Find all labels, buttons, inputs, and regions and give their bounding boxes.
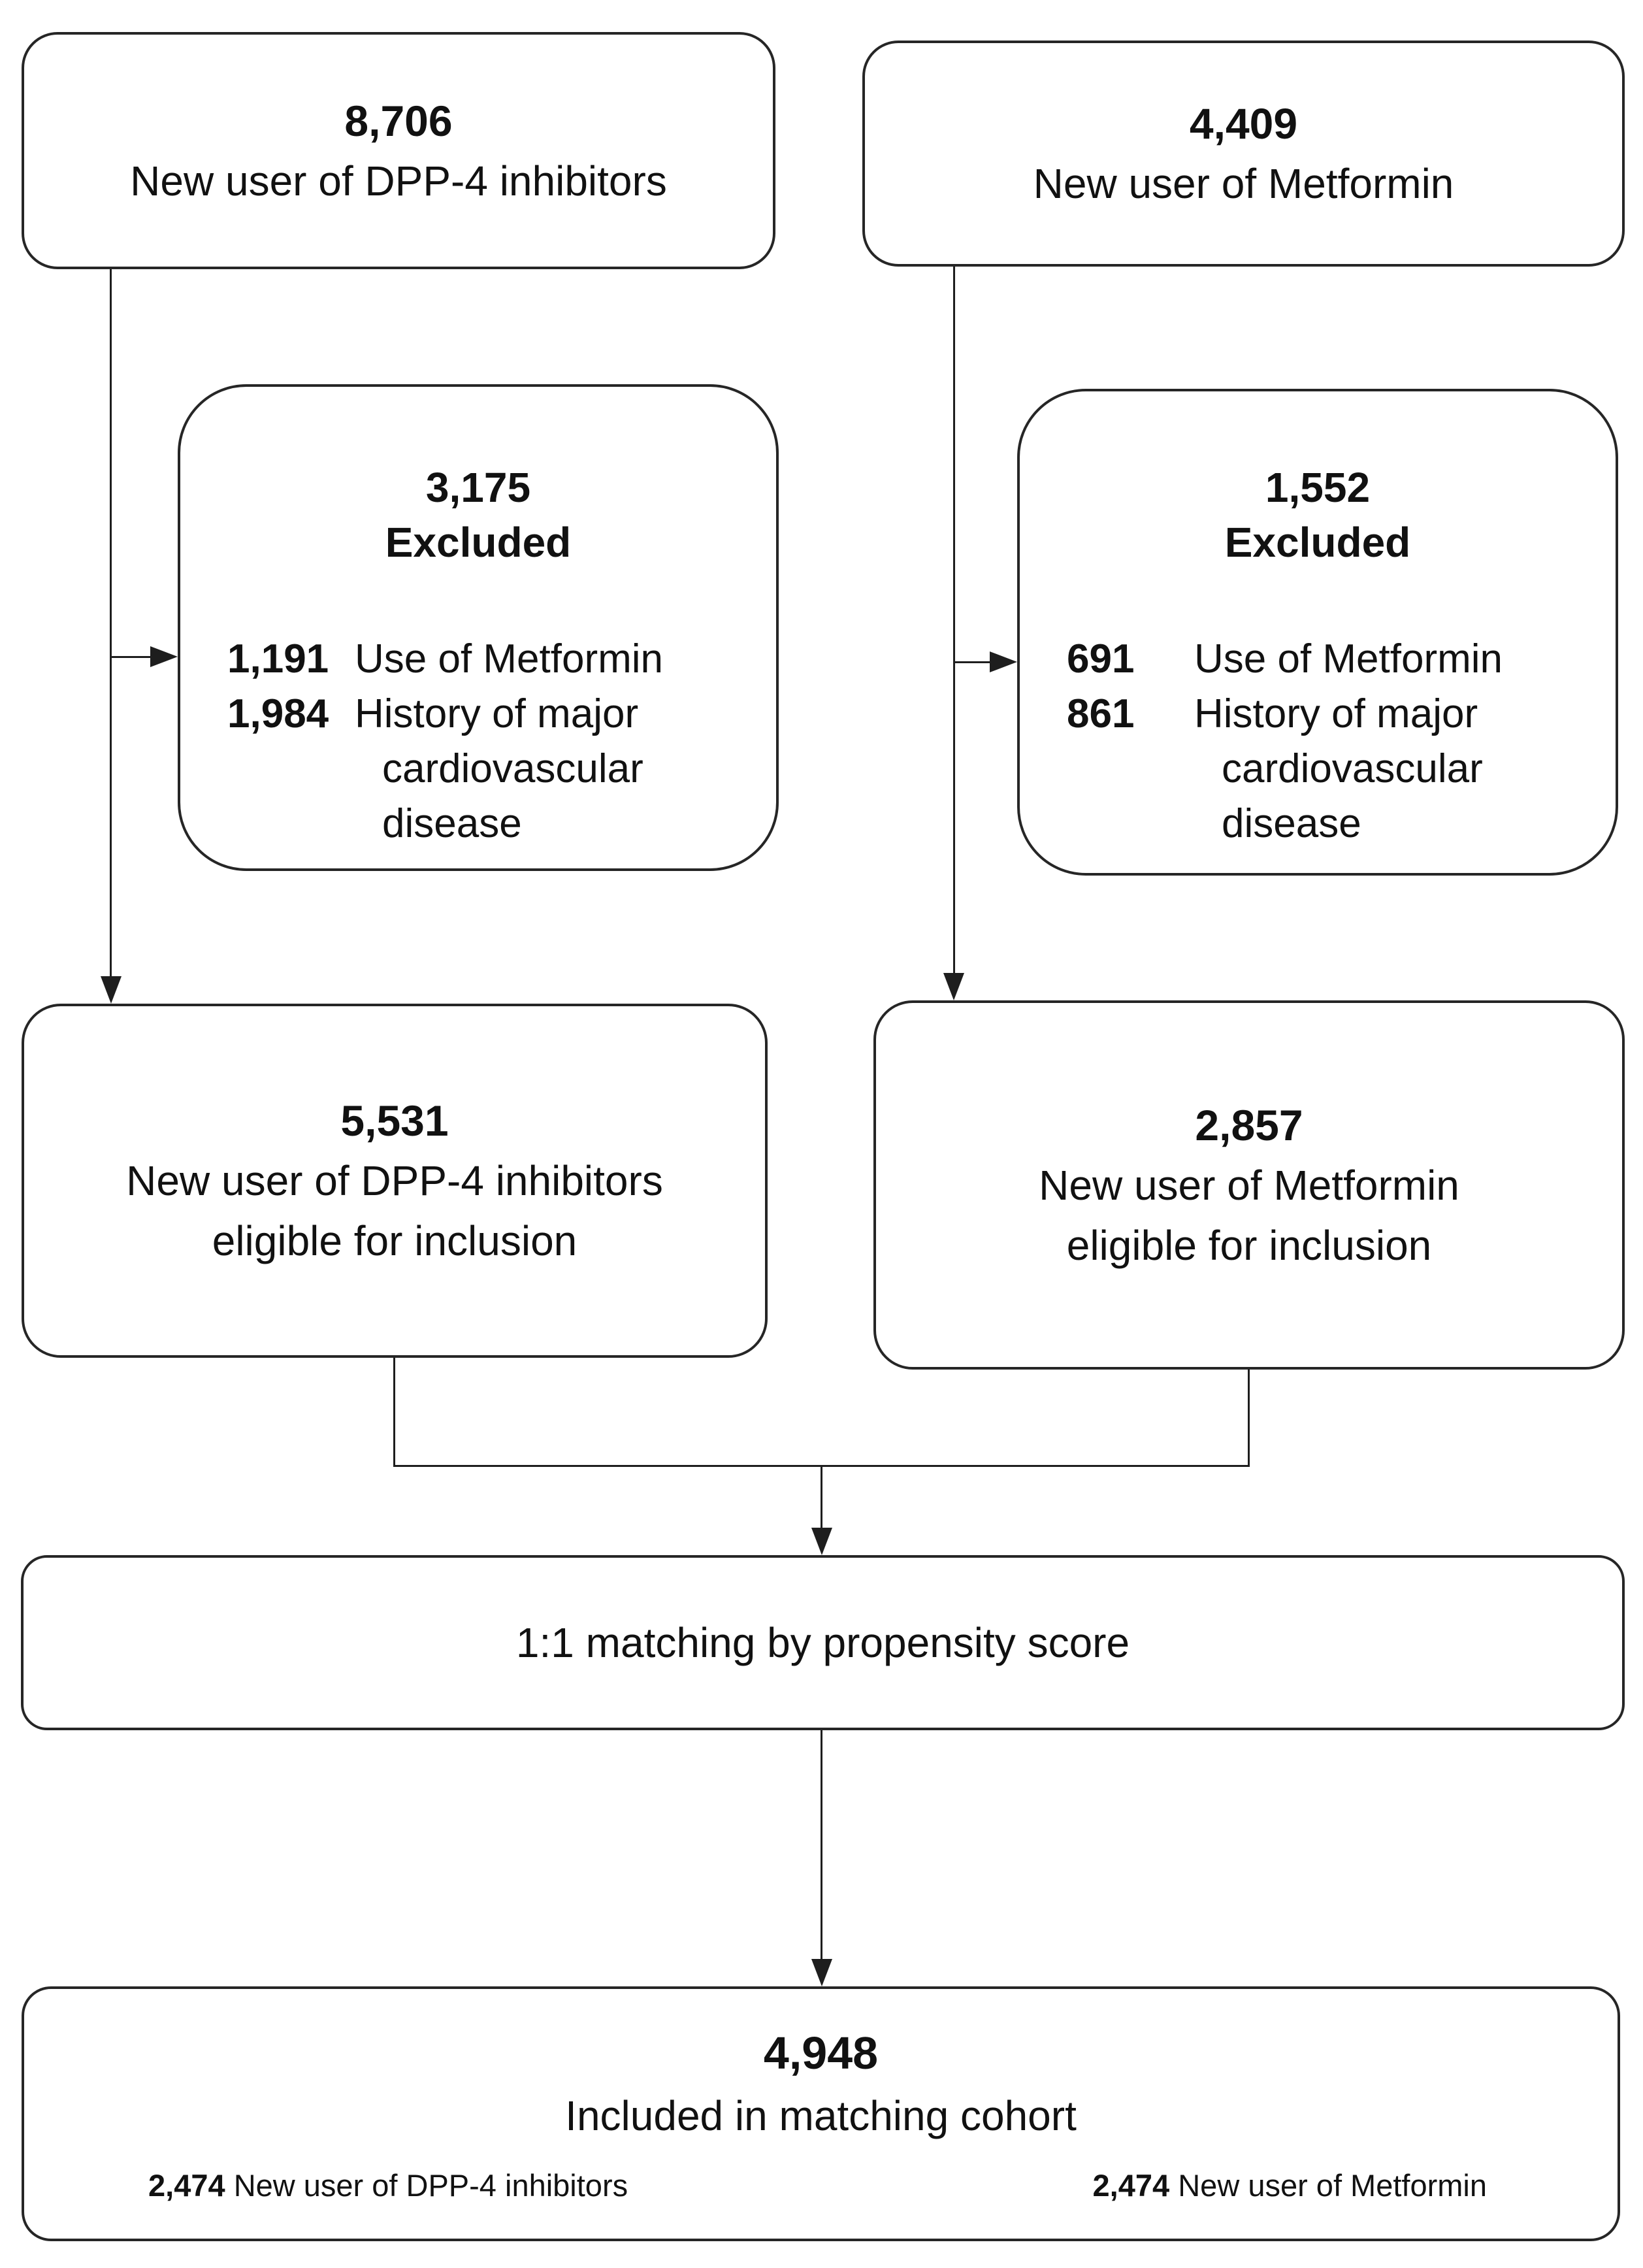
metformin-initial-label: New user of Metformin (1033, 160, 1454, 207)
connector-dpp4-down-line (110, 269, 112, 978)
dpp4-initial-label: New user of DPP-4 inhibitors (130, 157, 667, 205)
dpp4-excluded-label: Excluded (385, 519, 572, 566)
metformin-excluded-count: 1,552 (1265, 464, 1371, 511)
node-dpp4-excluded: 3,175 Excluded 1,191 Use of Metformin 1,… (178, 384, 779, 871)
matched-arm-metformin: 2,474 New user of Metformin (1092, 2168, 1487, 2203)
metformin-exclusion-reasons: 691 Use of Metformin 861 History of majo… (1020, 632, 1616, 851)
arrowhead-dpp4-to-excluded (150, 646, 178, 667)
dpp4-eligible-label-line2: eligible for inclusion (212, 1217, 577, 1264)
dpp4-eligible-label-line1: New user of DPP-4 inhibitors (126, 1157, 663, 1204)
node-matched-cohort: 4,948 Included in matching cohort 2,474 … (22, 1986, 1620, 2241)
dpp4-excluded-count: 3,175 (425, 464, 531, 511)
connector-matching-to-cohort (821, 1730, 822, 1960)
metformin-excluded-header: 1,552 Excluded (1225, 460, 1411, 570)
connector-merge-left-drop (393, 1358, 395, 1467)
matched-cohort-label: Included in matching cohort (565, 2092, 1077, 2139)
node-dpp4-eligible: 5,531 New user of DPP-4 inhibitors eligi… (22, 1004, 768, 1358)
matched-cohort-arms: 2,474 New user of DPP-4 inhibitors 2,474… (24, 2165, 1618, 2206)
exclusion-reason-text: History of major cardiovascular disease (355, 691, 643, 846)
connector-merge-center-drop (821, 1465, 822, 1529)
connector-metformin-exclusion-branch (954, 661, 991, 663)
arrowhead-into-matching (811, 1528, 832, 1555)
exclusion-reason-count: 1,984 (227, 691, 329, 736)
arrowhead-dpp4-to-eligible (101, 976, 122, 1004)
matched-cohort-count: 4,948 (763, 2028, 879, 2079)
arrowhead-metformin-to-eligible (943, 973, 964, 1000)
exclusion-reason-text: Use of Metformin (1194, 636, 1503, 682)
node-propensity-matching: 1:1 matching by propensity score (21, 1555, 1625, 1730)
matched-arm-dpp4: 2,474 New user of DPP-4 inhibitors (148, 2168, 628, 2203)
metformin-eligible-label-line2: eligible for inclusion (1066, 1221, 1432, 1269)
dpp4-eligible-count: 5,531 (340, 1096, 449, 1145)
arrowhead-into-cohort (811, 1959, 832, 1986)
dpp4-excluded-header: 3,175 Excluded (385, 460, 572, 570)
node-metformin-initial: 4,409 New user of Metformin (862, 41, 1625, 267)
node-metformin-eligible: 2,857 New user of Metformin eligible for… (873, 1000, 1625, 1370)
metformin-initial-count: 4,409 (1189, 99, 1298, 148)
exclusion-reason-count: 691 (1067, 636, 1135, 682)
metformin-eligible-label-line1: New user of Metformin (1039, 1161, 1459, 1209)
exclusion-reason-text: Use of Metformin (355, 636, 664, 682)
metformin-excluded-label: Excluded (1224, 519, 1411, 566)
node-dpp4-initial: 8,706 New user of DPP-4 inhibitors (22, 32, 775, 269)
exclusion-reason-count: 861 (1067, 691, 1135, 736)
dpp4-exclusion-reasons: 1,191 Use of Metformin 1,984 History of … (180, 632, 776, 851)
dpp4-initial-count: 8,706 (344, 96, 453, 145)
propensity-matching-label: 1:1 matching by propensity score (515, 1619, 1130, 1666)
exclusion-reason-text: History of major cardiovascular disease (1194, 691, 1483, 846)
connector-dpp4-exclusion-branch (111, 656, 152, 658)
arrowhead-metformin-to-excluded (990, 651, 1017, 672)
metformin-eligible-count: 2,857 (1195, 1100, 1303, 1149)
node-metformin-excluded: 1,552 Excluded 691 Use of Metformin 861 … (1017, 389, 1618, 876)
connector-metformin-down-line (953, 267, 955, 974)
exclusion-reason-count: 1,191 (227, 636, 329, 682)
connector-merge-right-drop (1248, 1370, 1250, 1467)
